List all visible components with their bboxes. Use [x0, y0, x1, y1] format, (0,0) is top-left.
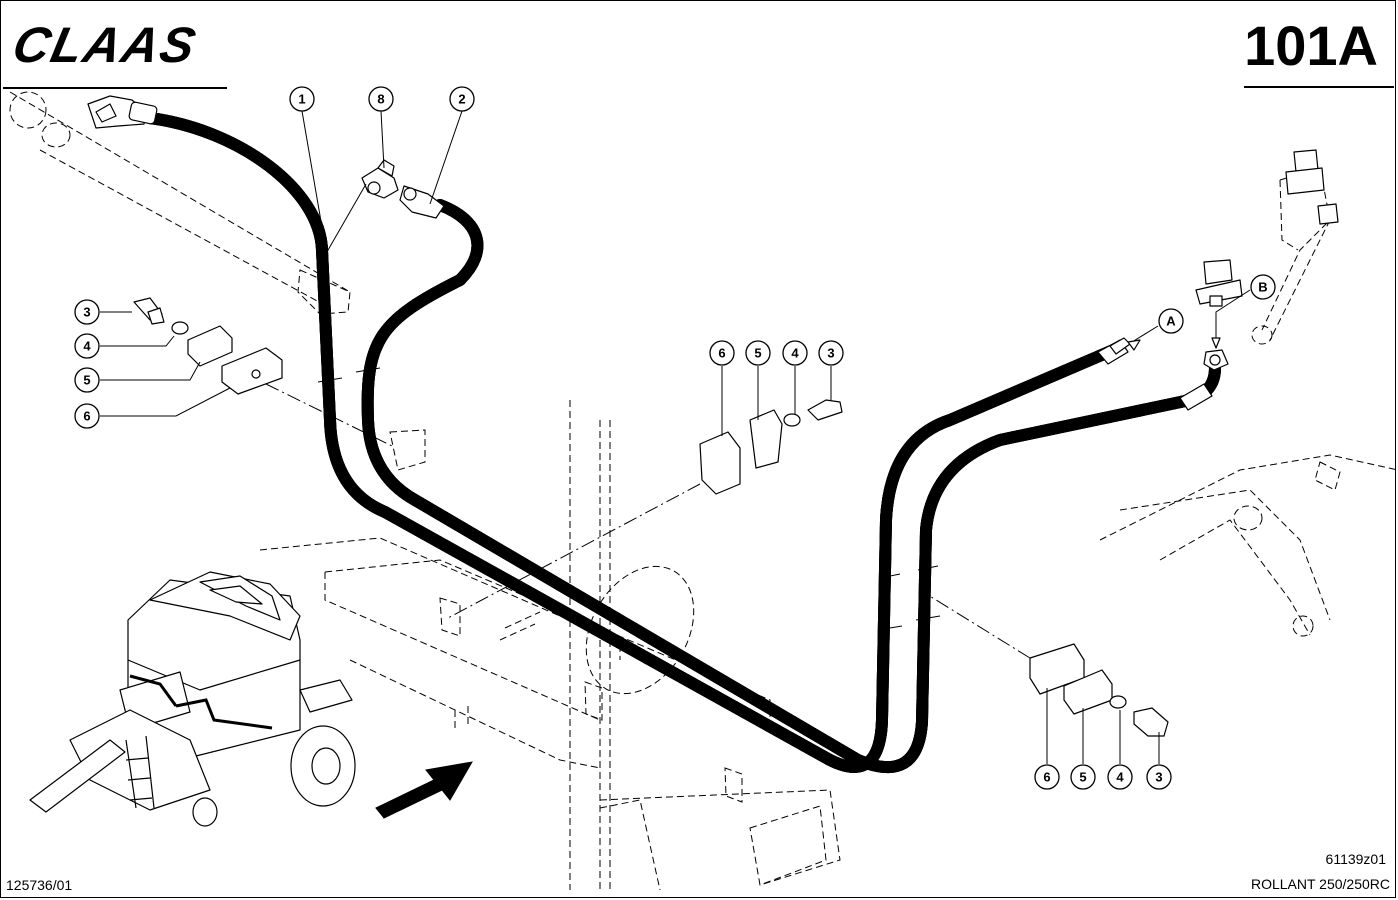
hose-2-end-fitting-left	[399, 185, 445, 219]
callout-hose-1: 1	[289, 86, 315, 112]
callout-mid-bolt: 3	[818, 340, 844, 366]
svg-text:3: 3	[1155, 770, 1162, 785]
svg-text:2: 2	[458, 92, 465, 107]
callout-connection-b: B	[1250, 274, 1276, 300]
hose-2-end-fitting-b	[1179, 349, 1229, 411]
callout-left-clamp-half: 5	[74, 367, 100, 393]
svg-text:5: 5	[1079, 770, 1086, 785]
hose-straps	[317, 367, 941, 631]
valve-block	[1285, 149, 1339, 225]
callout-left-bolt: 3	[74, 299, 100, 325]
right-lever-assembly	[1099, 167, 1398, 637]
svg-text:3: 3	[83, 305, 90, 320]
right-clamp-assembly	[919, 589, 1169, 737]
baler-overview-thumbnail	[29, 571, 356, 827]
svg-text:3: 3	[827, 346, 834, 361]
tee-fitting	[1195, 259, 1243, 307]
left-clamp-assembly	[133, 297, 393, 447]
svg-text:B: B	[1258, 280, 1267, 295]
callout-mid-washer: 4	[782, 340, 808, 366]
callout-right-washer: 4	[1107, 764, 1133, 790]
brand-underline	[3, 87, 227, 89]
callout-left-washer: 4	[74, 333, 100, 359]
callout-mid-clamp-half: 5	[745, 340, 771, 366]
callout-fitting-8: 8	[368, 86, 394, 112]
svg-text:5: 5	[754, 346, 761, 361]
callout-connection-a: A	[1158, 308, 1184, 334]
figure-code: 61139z01	[1325, 851, 1386, 867]
callout-right-clamp: 6	[1034, 764, 1060, 790]
callout-left-clamp: 6	[74, 403, 100, 429]
svg-text:4: 4	[83, 339, 91, 354]
elbow-fitting-8	[361, 159, 399, 199]
svg-text:A: A	[1166, 314, 1176, 329]
svg-text:4: 4	[1116, 770, 1124, 785]
callout-mid-clamp: 6	[709, 340, 735, 366]
svg-text:1: 1	[298, 92, 305, 107]
svg-text:6: 6	[1043, 770, 1050, 785]
drawing-number: 125736/01	[6, 877, 73, 893]
mid-clamp-assembly	[447, 399, 843, 619]
svg-text:6: 6	[718, 346, 725, 361]
model-name: ROLLANT 250/250RC	[1250, 876, 1390, 892]
hose-2	[368, 199, 1221, 767]
svg-text:4: 4	[791, 346, 799, 361]
leader-lines	[100, 110, 1251, 764]
page-number: 101A	[1244, 14, 1378, 77]
hose-1	[144, 112, 1124, 767]
direction-arrow	[375, 761, 473, 819]
hose-1-end-fitting-left	[87, 95, 158, 129]
svg-text:6: 6	[83, 409, 90, 424]
callout-right-clamp-half: 5	[1070, 764, 1096, 790]
svg-text:8: 8	[377, 92, 384, 107]
svg-text:5: 5	[83, 373, 90, 388]
page-number-underline	[1244, 86, 1394, 88]
callout-right-bolt: 3	[1146, 764, 1172, 790]
hose-1-end-fitting-a	[1097, 337, 1131, 365]
callout-hose-2: 2	[449, 86, 475, 112]
